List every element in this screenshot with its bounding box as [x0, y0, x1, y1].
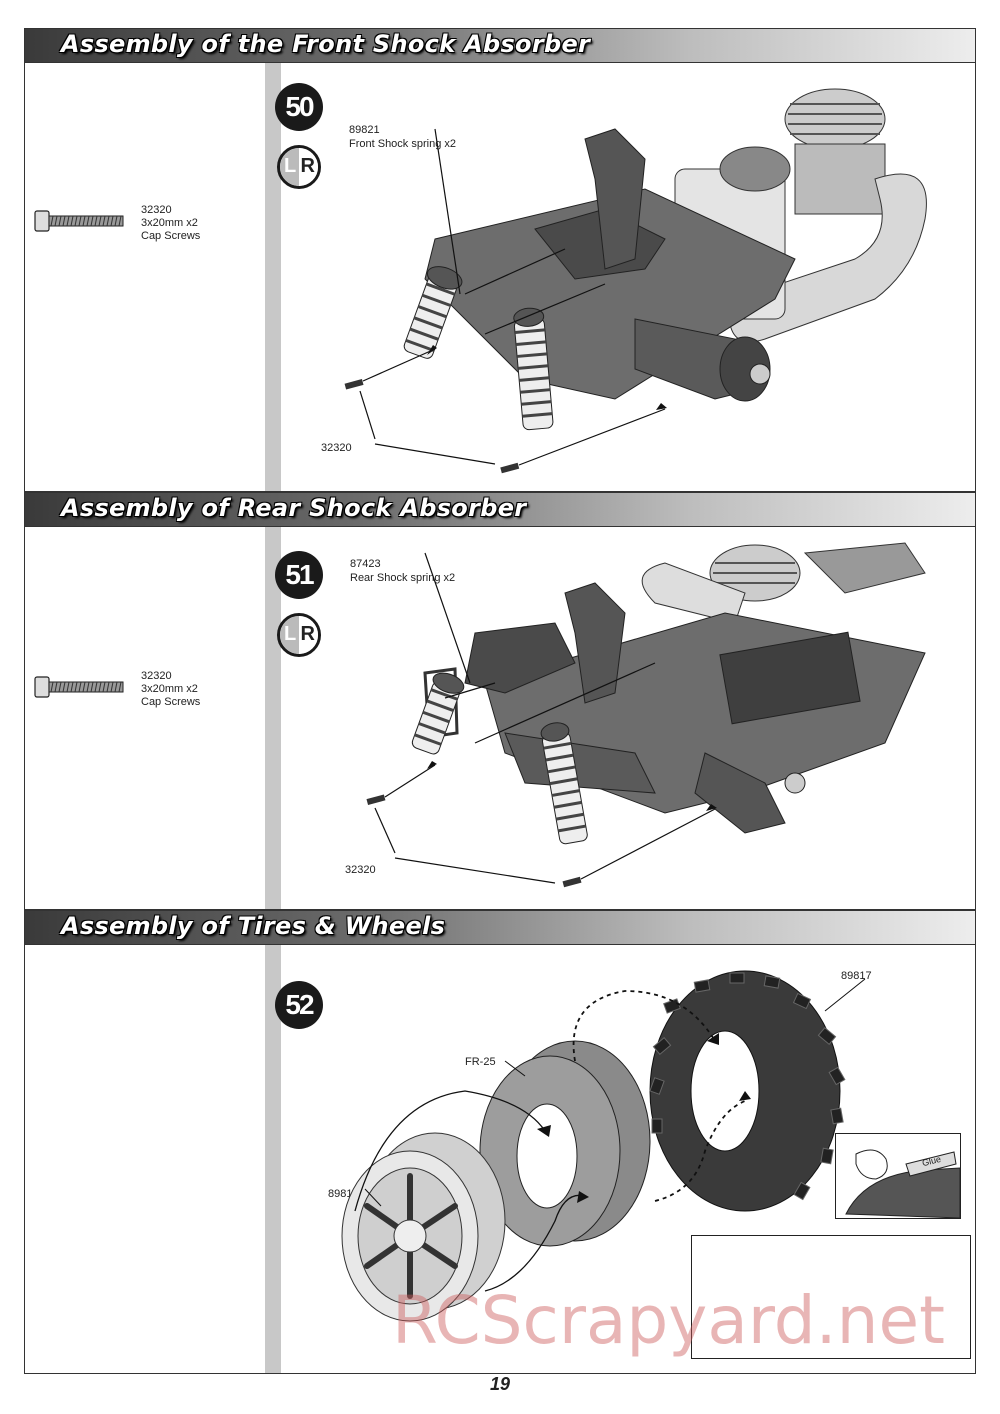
section-banner: Assembly of Rear Shock Absorber: [25, 493, 975, 527]
screw-callout: 32320: [345, 864, 376, 876]
glue-inset: Glue: [835, 1133, 961, 1219]
screw-part-number: 32320: [141, 670, 172, 682]
section-title: Assembly of the Front Shock Absorber: [61, 30, 591, 58]
screw-size: 3x20mm x2: [141, 217, 198, 229]
tire-callout: 89817: [841, 970, 872, 982]
divider-bar: [265, 527, 281, 909]
cap-screw-icon: [34, 210, 124, 232]
divider-bar: [265, 63, 281, 491]
page-number: 19: [489, 1374, 511, 1394]
screw-name: Cap Screws: [141, 230, 201, 242]
screw-name: Cap Screws: [141, 696, 201, 708]
foam-callout: FR-25: [465, 1056, 496, 1068]
section-title: Assembly of Tires & Wheels: [61, 912, 446, 940]
watermark: RCScrapyard.net: [392, 1282, 945, 1359]
rear-chassis-drawing: [366, 542, 926, 888]
step-number-badge: 52: [275, 981, 323, 1029]
note-box: [691, 1235, 971, 1359]
section-rear-shock: Assembly of Rear Shock Absorber 32320 3x…: [24, 492, 976, 910]
tire-wheel-drawing: [341, 970, 866, 1322]
section-banner: Assembly of Tires & Wheels: [25, 911, 975, 945]
section-front-shock: Assembly of the Front Shock Absorber 323…: [24, 28, 976, 492]
glue-hand-icon: [845, 1149, 960, 1218]
divider-bar: [265, 945, 281, 1373]
step-number-badge: 50: [275, 83, 323, 131]
screw-part-number: 32320: [141, 204, 172, 216]
front-chassis-drawing: [344, 88, 927, 474]
spring-callout: 89821 Front Shock spring x2: [349, 124, 456, 150]
section-title: Assembly of Rear Shock Absorber: [61, 494, 527, 522]
spring-callout: 87423 Rear Shock spring x2: [350, 558, 456, 584]
cap-screw-icon: [34, 676, 124, 698]
section-tires-wheels: Assembly of Tires & Wheels 52 89817 FR-2…: [24, 910, 976, 1374]
screw-size: 3x20mm x2: [141, 683, 198, 695]
section-banner: Assembly of the Front Shock Absorber: [25, 29, 975, 63]
screw-callout: 32320: [321, 442, 352, 454]
step-number-badge: 51: [275, 551, 323, 599]
